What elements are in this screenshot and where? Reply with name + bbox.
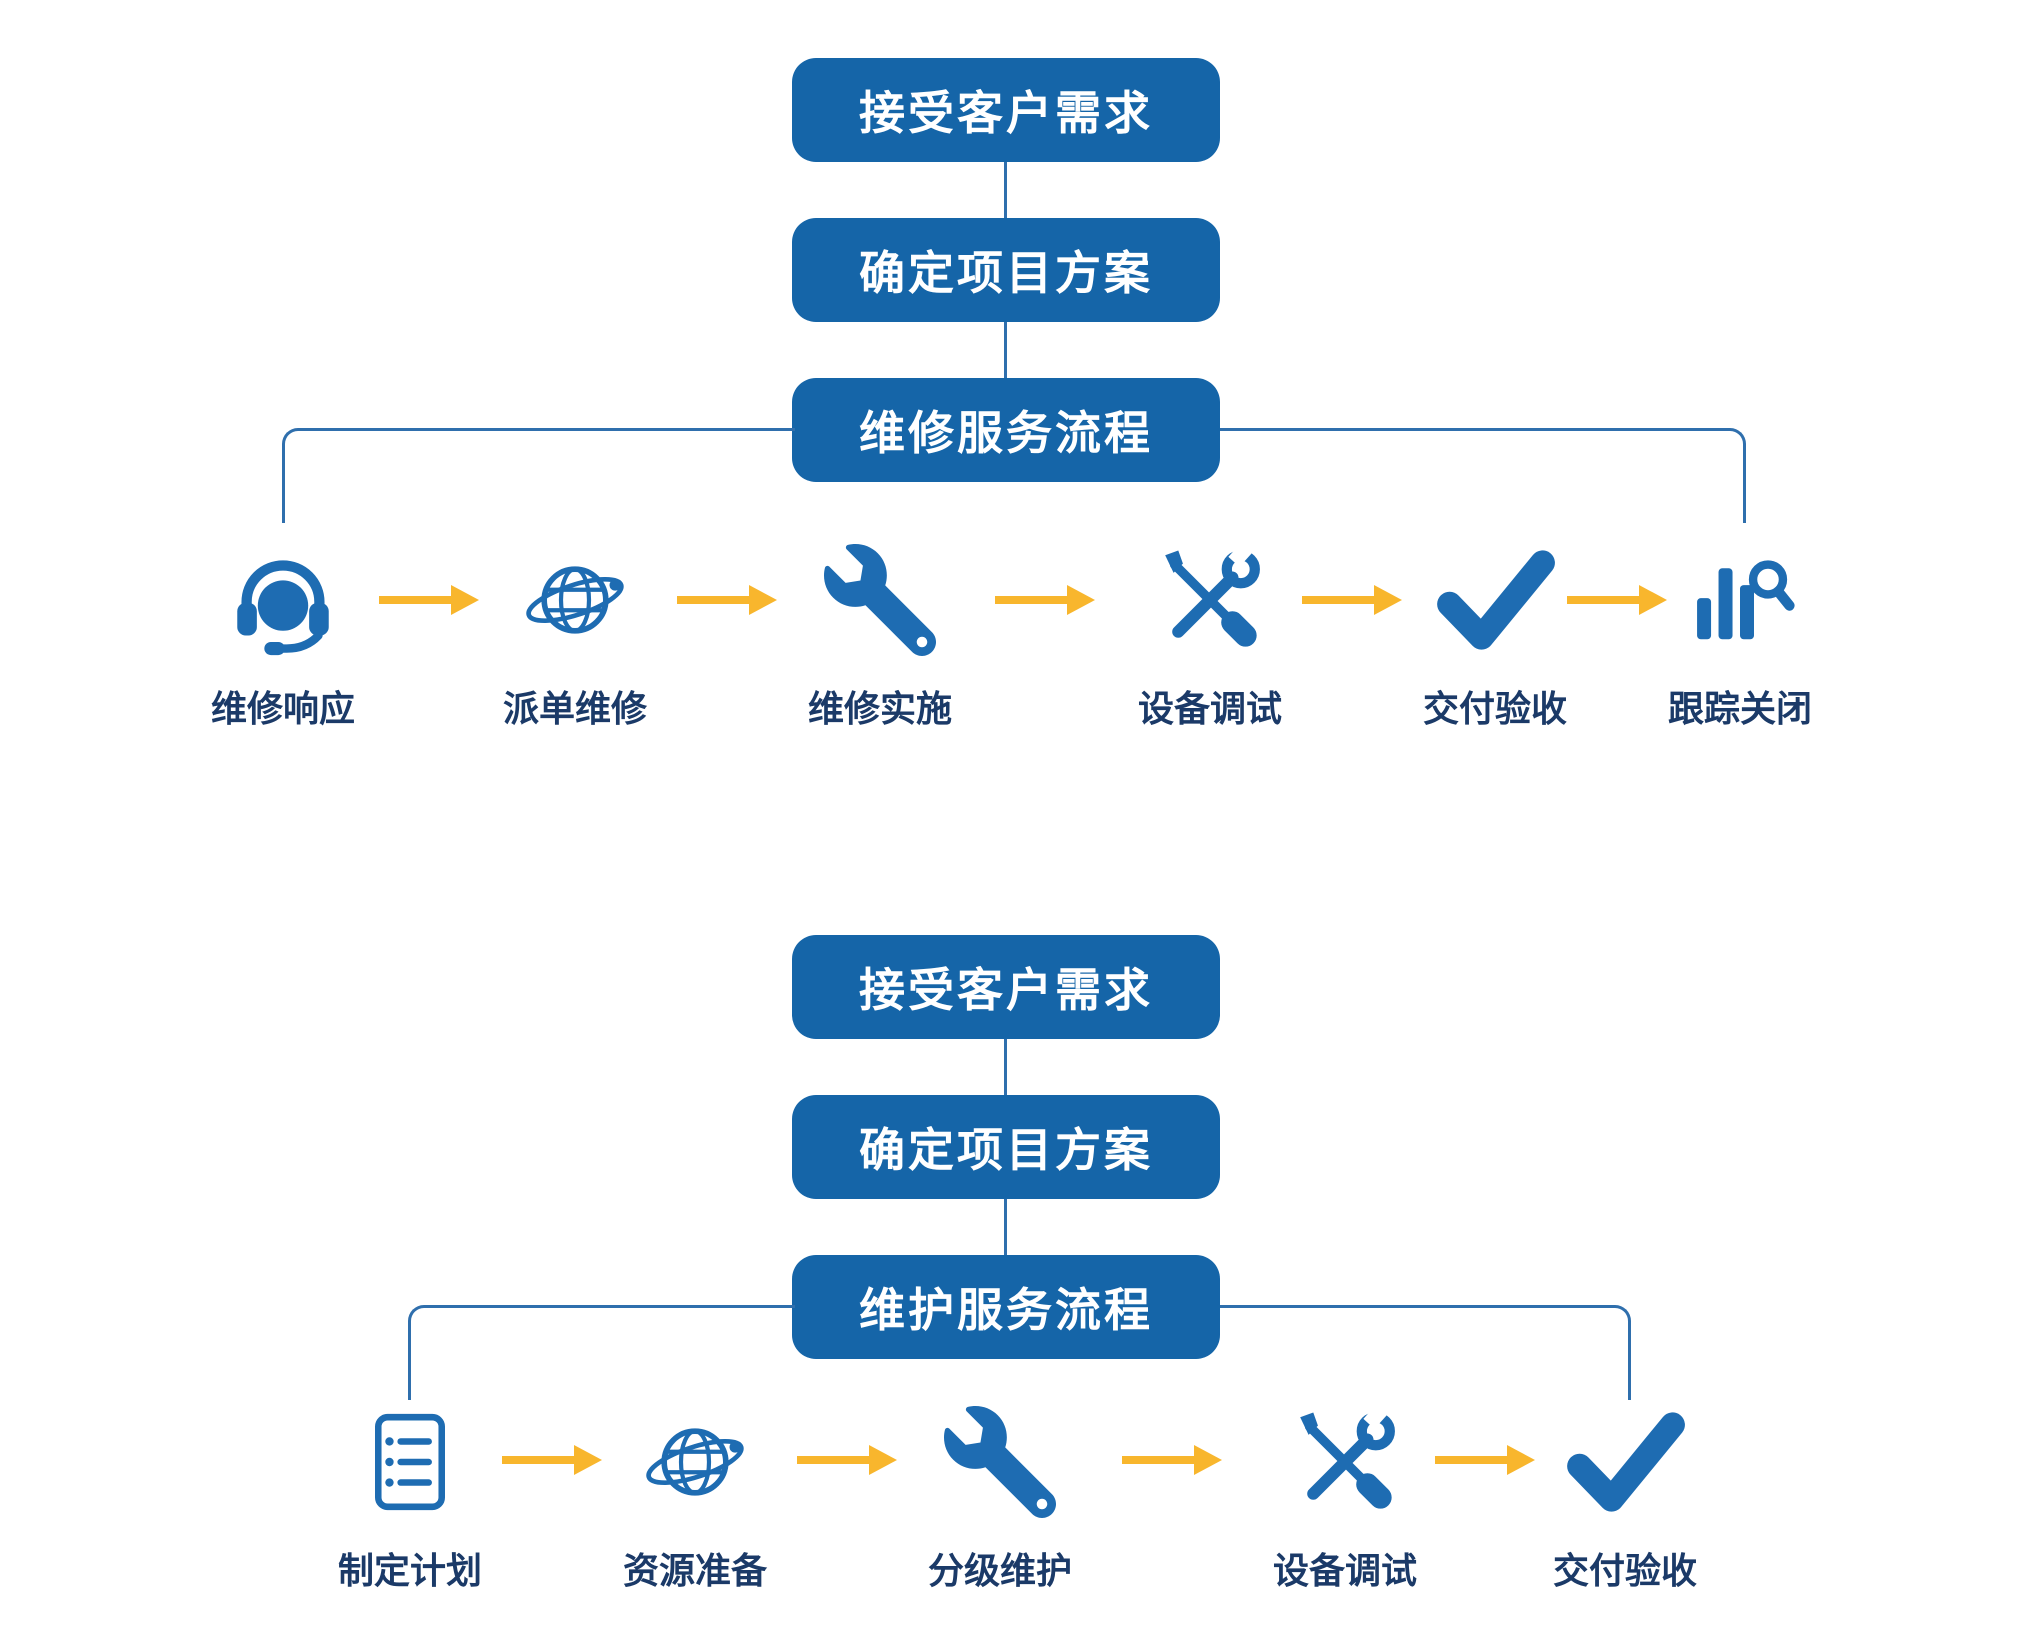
wrench-icon [944,1406,1056,1518]
step-label: 制定计划 [337,1550,482,1591]
branch-bracket-left [408,1305,795,1400]
box-label: 维修服务流程 [859,407,1153,459]
box-label: 确定项目方案 [859,247,1153,299]
crossed-tools-icon [1289,1406,1401,1518]
connector-line [1004,162,1007,218]
box-determine-project-plan: 确定项目方案 [792,218,1220,322]
connector-line [1004,1199,1007,1255]
step-label: 维修响应 [210,688,355,729]
step-delivery-acceptance [1563,1400,1687,1524]
step-make-plan [348,1400,472,1524]
branch-bracket-right [1220,1305,1631,1400]
arrow-right-icon [797,1445,897,1475]
box-repair-flow-title: 维修服务流程 [792,378,1220,482]
connector-line [1004,322,1007,378]
arrow-right-icon [502,1445,602,1475]
checkmark-icon [1563,1400,1687,1524]
plan-list-icon [354,1406,466,1518]
step-label: 设备调试 [1272,1550,1417,1591]
arrow-right-icon [1122,1445,1222,1475]
box-accept-customer-requirements: 接受客户需求 [792,935,1220,1039]
globe-orbit-icon [639,1406,751,1518]
step-label: 交付验收 [1552,1550,1697,1591]
step-equipment-debugging [1283,1400,1407,1524]
step-resource-preparation [633,1400,757,1524]
arrow-right-icon [1435,1445,1535,1475]
step-label: 跟踪关闭 [1667,688,1812,729]
box-label: 维护服务流程 [859,1284,1153,1336]
box-label: 接受客户需求 [859,87,1153,139]
box-maintenance-flow-title: 维护服务流程 [792,1255,1220,1359]
step-label: 交付验收 [1422,688,1567,729]
step-label: 维修实施 [807,688,952,729]
step-label: 资源准备 [622,1550,767,1591]
step-graded-maintenance [938,1400,1062,1524]
step-label: 分级维护 [927,1550,1072,1591]
box-label: 确定项目方案 [859,1124,1153,1176]
step-label: 设备调试 [1137,688,1282,729]
branch-bracket-right [1220,428,1746,523]
box-accept-customer-requirements: 接受客户需求 [792,58,1220,162]
connector-line [1004,1039,1007,1095]
box-determine-project-plan: 确定项目方案 [792,1095,1220,1199]
box-label: 接受客户需求 [859,964,1153,1016]
step-label: 派单维修 [502,688,647,729]
branch-bracket-left [282,428,795,523]
